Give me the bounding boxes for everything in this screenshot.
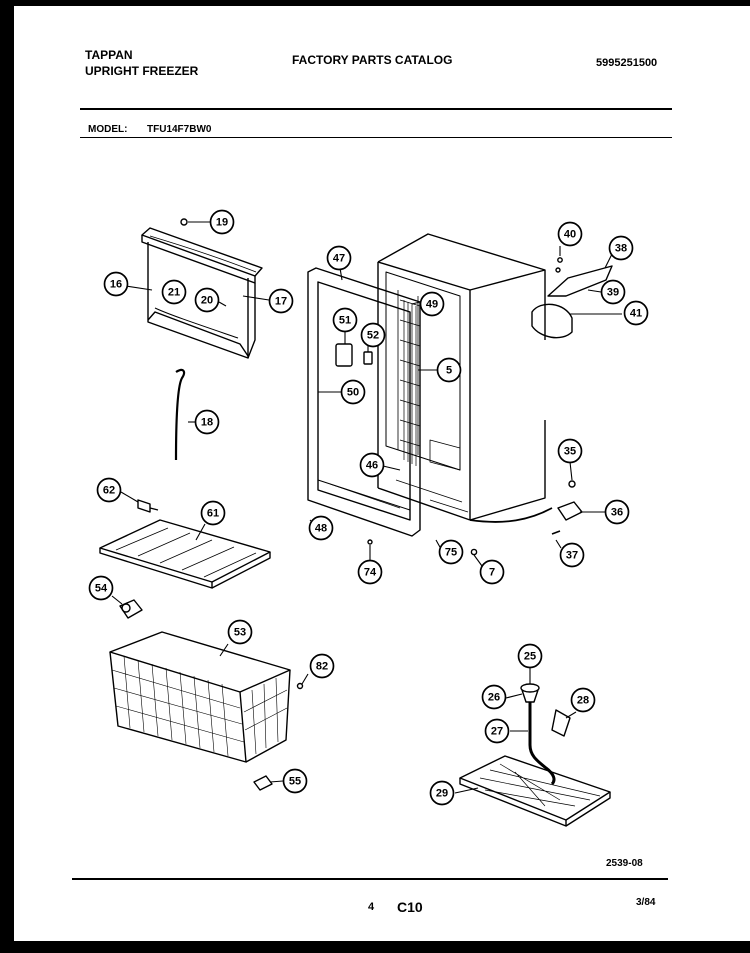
callout-28: 28 xyxy=(570,687,596,713)
callout-36: 36 xyxy=(604,499,630,525)
cabinet-drawing xyxy=(377,233,546,521)
callout-62: 62 xyxy=(96,477,122,503)
callout-75: 75 xyxy=(438,539,464,565)
callout-5: 5 xyxy=(436,357,462,383)
callout-49: 49 xyxy=(419,291,445,317)
callout-label: 52 xyxy=(367,330,379,342)
shelf-drawing xyxy=(99,519,271,589)
callout-label: 55 xyxy=(289,776,301,788)
callout-label: 74 xyxy=(364,567,377,579)
callout-40: 40 xyxy=(557,221,583,247)
callout-label: 16 xyxy=(110,279,122,291)
callout-39: 39 xyxy=(600,279,626,305)
callout-label: 39 xyxy=(607,287,619,299)
callout-54: 54 xyxy=(88,575,114,601)
callout-label: 47 xyxy=(333,253,345,265)
callout-label: 50 xyxy=(347,387,359,399)
callout-label: 41 xyxy=(630,308,642,320)
catalog-number: 5995251500 xyxy=(596,57,658,69)
product-name: UPRIGHT FREEZER xyxy=(85,64,199,78)
callout-label: 46 xyxy=(366,460,378,472)
door-gasket-drawing xyxy=(307,267,421,537)
callout-label: 35 xyxy=(564,446,576,458)
callout-26: 26 xyxy=(481,684,507,710)
callout-48: 48 xyxy=(308,515,334,541)
callout-35: 35 xyxy=(557,438,583,464)
callout-label: 17 xyxy=(275,296,287,308)
callout-label: 7 xyxy=(489,567,495,579)
model-label: MODEL: xyxy=(88,124,128,135)
callout-label: 18 xyxy=(201,417,213,429)
callout-53: 53 xyxy=(227,619,253,645)
callout-label: 40 xyxy=(564,229,576,241)
callout-7: 7 xyxy=(479,559,505,585)
brand-name: TAPPAN xyxy=(85,48,133,62)
footer-rule xyxy=(72,878,668,880)
callout-label: 5 xyxy=(446,365,452,377)
callout-16: 16 xyxy=(103,271,129,297)
callout-74: 74 xyxy=(357,559,383,585)
callout-label: 19 xyxy=(216,217,228,229)
revision-date: 3/84 xyxy=(636,897,656,908)
callout-label: 29 xyxy=(436,788,448,800)
callout-46: 46 xyxy=(359,452,385,478)
model-rule xyxy=(80,137,672,138)
callout-label: 38 xyxy=(615,243,627,255)
callout-19: 19 xyxy=(209,209,235,235)
callout-27: 27 xyxy=(484,718,510,744)
wire-basket-drawing xyxy=(109,631,291,763)
callout-17: 17 xyxy=(268,288,294,314)
callout-label: 53 xyxy=(234,627,246,639)
catalog-title: FACTORY PARTS CATALOG xyxy=(292,53,453,67)
callout-label: 75 xyxy=(445,547,457,559)
drawing-number: 2539-08 xyxy=(606,858,643,869)
header-rule xyxy=(80,108,672,110)
callout-37: 37 xyxy=(559,542,585,568)
leader-lines xyxy=(111,221,622,794)
callout-label: 82 xyxy=(316,661,328,673)
model-number: TFU14F7BW0 xyxy=(147,124,212,135)
callout-label: 26 xyxy=(488,692,500,704)
callout-label: 20 xyxy=(201,295,213,307)
callout-82: 82 xyxy=(309,653,335,679)
callout-label: 28 xyxy=(577,695,589,707)
callout-label: 61 xyxy=(207,508,219,520)
section-code: C10 xyxy=(397,899,423,915)
callout-label: 48 xyxy=(315,523,327,535)
callout-55: 55 xyxy=(282,768,308,794)
callout-label: 36 xyxy=(611,507,623,519)
callout-20: 20 xyxy=(194,287,220,313)
callout-label: 51 xyxy=(339,315,351,327)
catalog-sheet xyxy=(14,6,750,941)
callout-47: 47 xyxy=(326,245,352,271)
callout-41: 41 xyxy=(623,300,649,326)
callout-25: 25 xyxy=(517,643,543,669)
callout-label: 49 xyxy=(426,299,438,311)
top-bracket-drawing xyxy=(141,227,263,359)
callout-label: 37 xyxy=(566,550,578,562)
callout-label: 21 xyxy=(168,287,180,299)
callout-21: 21 xyxy=(161,279,187,305)
callout-label: 27 xyxy=(491,726,503,738)
callout-29: 29 xyxy=(429,780,455,806)
drain-pan-drawing xyxy=(459,755,611,827)
callout-label: 54 xyxy=(95,583,108,595)
callout-label: 25 xyxy=(524,651,536,663)
callout-51: 51 xyxy=(332,307,358,333)
callout-label: 62 xyxy=(103,485,115,497)
callout-61: 61 xyxy=(200,500,226,526)
callout-18: 18 xyxy=(194,409,220,435)
callout-52: 52 xyxy=(360,322,386,348)
callout-38: 38 xyxy=(608,235,634,261)
callout-50: 50 xyxy=(340,379,366,405)
page-number: 4 xyxy=(368,901,375,913)
